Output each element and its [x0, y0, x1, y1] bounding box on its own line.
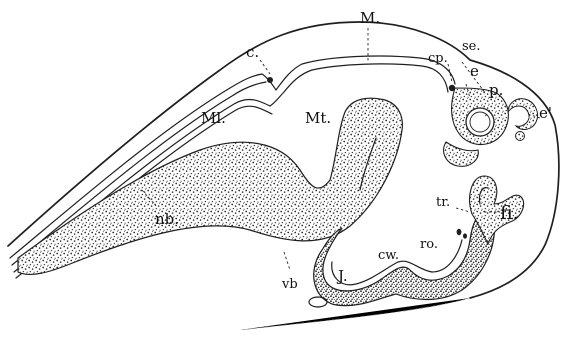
leader-vb — [284, 252, 290, 270]
leader-tr — [456, 208, 470, 212]
vb-knob — [309, 297, 327, 307]
label-vb: vb — [281, 277, 298, 292]
label-cw: cw. — [378, 248, 399, 263]
label-fi: fi. — [500, 202, 519, 224]
label-ro: ro. — [420, 237, 438, 252]
eye-accessory-lobes — [508, 99, 538, 130]
label-nb: nb. — [155, 210, 179, 228]
eye-lower-lobe — [444, 142, 479, 166]
label-Ml: Ml. — [201, 109, 226, 127]
label-tr: tr. — [436, 195, 450, 210]
label-p: p. — [489, 81, 503, 99]
label-M: M. — [360, 9, 380, 27]
label-Mt: Mt. — [305, 109, 331, 127]
label-e: e — [470, 62, 479, 80]
label-e-prime: e' — [539, 104, 552, 122]
label-c: c. — [246, 43, 259, 61]
accessory-bulb — [516, 132, 525, 141]
label-cp: cp. — [428, 51, 448, 66]
thyroid-rudiment-dot-2 — [463, 233, 467, 238]
eye-structures — [444, 88, 538, 166]
thyroid-rudiment-dot-1 — [457, 229, 462, 235]
leader-c — [260, 60, 270, 74]
isthmus-dot — [267, 77, 273, 83]
label-J: J. — [336, 267, 348, 285]
label-se: se. — [462, 39, 481, 54]
